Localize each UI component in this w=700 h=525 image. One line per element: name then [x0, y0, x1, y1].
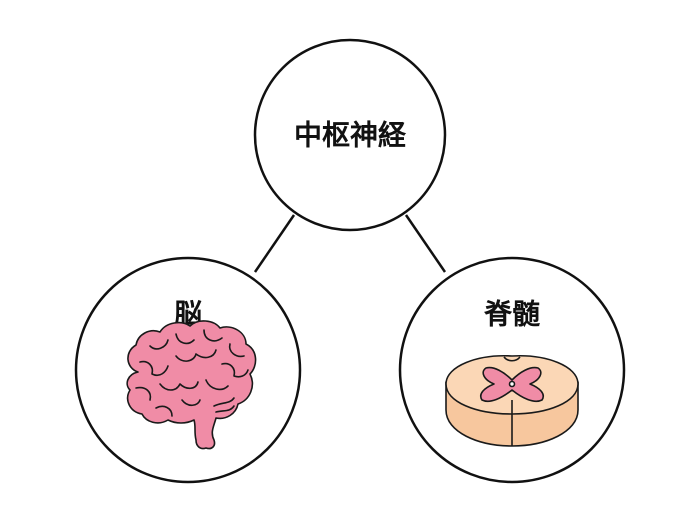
brain-icon — [126, 320, 257, 450]
brain-node: 脳 — [74, 256, 302, 484]
spinal-cord-label: 脊髄 — [483, 298, 540, 331]
root-label: 中枢神経 — [294, 119, 407, 152]
spinal-cord-node: 脊髄 — [398, 256, 626, 484]
root-node: 中枢神経 — [253, 38, 447, 232]
connector-root-to-spinal-cord — [404, 214, 447, 273]
connector-root-to-brain — [253, 214, 296, 273]
spinal-cord-cross-section-icon — [445, 355, 579, 447]
